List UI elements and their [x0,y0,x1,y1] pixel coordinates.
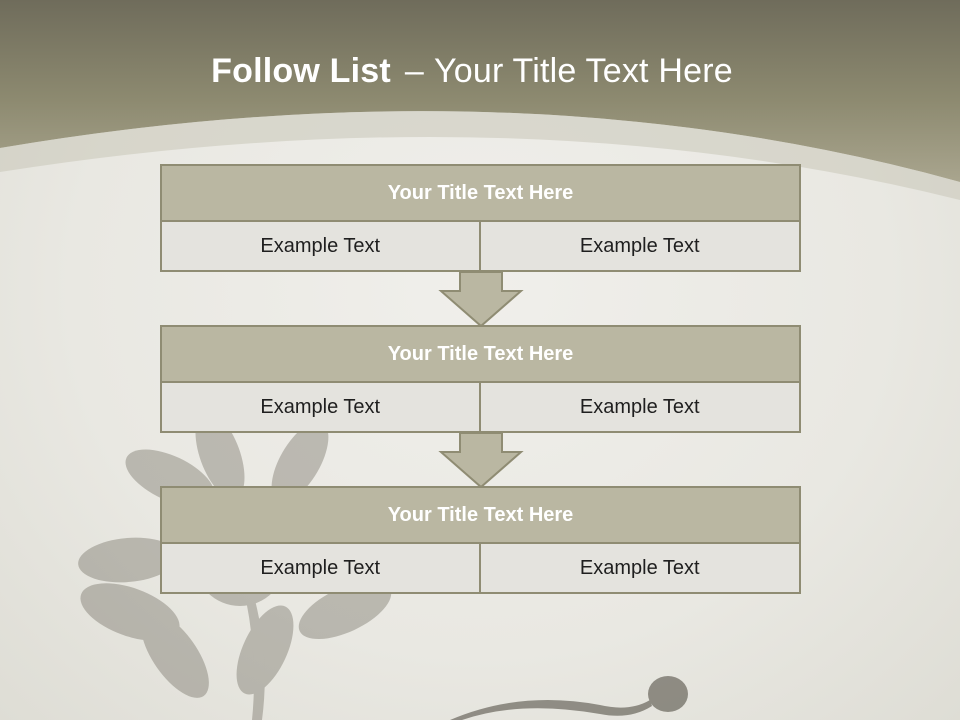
step-row: Example Text Example Text [160,222,801,272]
slide-title: Follow List–Your Title Text Here [0,52,944,91]
step-title: Your Title Text Here [160,325,801,383]
step-item: Example Text [160,222,481,272]
step-block: Your Title Text Here Example Text Exampl… [160,486,801,594]
down-arrow-icon [438,271,524,328]
step-block: Your Title Text Here Example Text Exampl… [160,164,801,272]
step-block: Your Title Text Here Example Text Exampl… [160,325,801,433]
title-bold-part: Follow List [211,52,391,90]
step-row: Example Text Example Text [160,383,801,433]
step-row: Example Text Example Text [160,544,801,594]
step-item: Example Text [480,222,801,272]
title-separator: – [404,52,425,90]
step-item: Example Text [480,383,801,433]
step-item: Example Text [160,544,481,594]
step-title: Your Title Text Here [160,164,801,222]
step-item: Example Text [480,544,801,594]
step-item: Example Text [160,383,481,433]
header-band [0,0,960,182]
down-arrow-icon [438,432,524,489]
step-title: Your Title Text Here [160,486,801,544]
bud-silhouette [450,676,688,720]
title-rest: Your Title Text Here [434,52,733,90]
header-curve-highlight [0,111,960,200]
